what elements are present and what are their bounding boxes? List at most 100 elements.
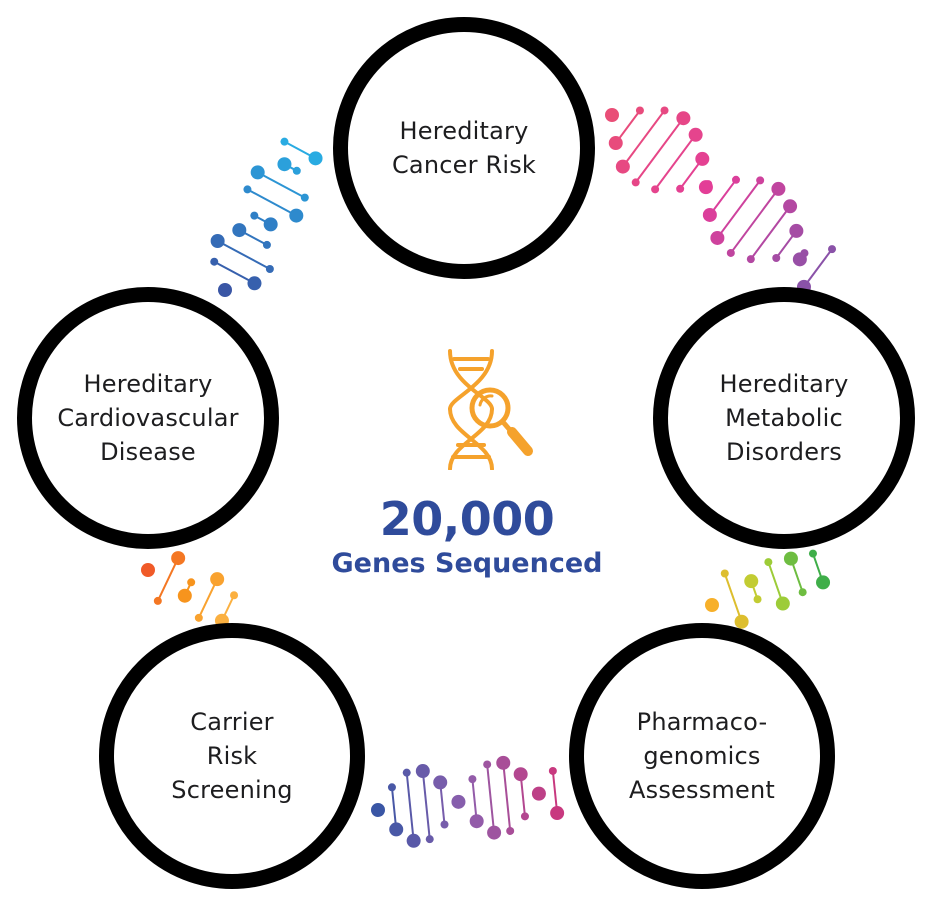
- dna-rung: [197, 578, 219, 619]
- dna-rung: [709, 179, 737, 216]
- dna-base-dot: [731, 175, 740, 184]
- dna-base-dot: [415, 764, 430, 779]
- dna-base-dot: [389, 822, 404, 837]
- label-pharmacogenomics-assessment: Pharmaco- genomics Assessment: [629, 705, 775, 807]
- dna-base-dot: [764, 558, 773, 567]
- dna-base-dot: [800, 249, 809, 258]
- dna-base-dot: [651, 185, 660, 194]
- dna-rung: [421, 770, 431, 840]
- dna-rung: [723, 573, 743, 623]
- ring-carrier-risk-screening: Carrier Risk Screening: [99, 623, 365, 889]
- dna-base-dot: [702, 207, 717, 222]
- label-hereditary-cardiovascular-disease: Hereditary Cardiovascular Disease: [57, 367, 238, 469]
- dna-base-dot: [402, 768, 411, 777]
- dna-base-dot: [469, 814, 484, 829]
- dna-base-dot: [676, 111, 691, 126]
- dna-rung: [750, 205, 791, 260]
- label-line: Disorders: [726, 438, 842, 466]
- ring-pharmacogenomics-assessment: Pharmaco- genomics Assessment: [569, 623, 835, 889]
- ring-hereditary-cardiovascular-disease: Hereditary Cardiovascular Disease: [17, 287, 279, 549]
- label-line: Disease: [100, 438, 196, 466]
- dna-base-dot: [243, 185, 252, 194]
- label-line: Assessment: [629, 776, 775, 804]
- dna-base-dot: [608, 136, 623, 151]
- dna-base-dot: [406, 833, 421, 848]
- dna-base-dot: [230, 591, 239, 600]
- genes-count: 20,000: [379, 492, 555, 546]
- dna-base-dot: [783, 551, 798, 566]
- dna-base-dot: [520, 812, 529, 821]
- dna-base-dot: [440, 820, 449, 829]
- dna-rung: [439, 782, 446, 825]
- dna-rung: [519, 774, 526, 817]
- label-line: Risk: [206, 742, 258, 770]
- dna-base-dot: [300, 193, 309, 202]
- dna-base-dot: [753, 595, 762, 604]
- dna-rung: [405, 772, 415, 841]
- dna-base-dot: [250, 211, 259, 220]
- dna-base-dot: [775, 596, 790, 611]
- dna-base-dot: [250, 165, 265, 180]
- dna-rung: [390, 787, 398, 830]
- dna-rung: [551, 770, 559, 814]
- dna-base-dot: [496, 755, 511, 770]
- dna-rung: [246, 188, 297, 217]
- dna-base-dot: [676, 184, 685, 193]
- label-line: Metabolic: [725, 404, 843, 432]
- dna-base-dot: [688, 127, 703, 142]
- dna-base-dot: [816, 575, 831, 590]
- dna-rung: [156, 557, 180, 602]
- dna-base-dot: [210, 257, 219, 266]
- dna-base-dot: [171, 551, 186, 566]
- dna-base-dot: [265, 264, 274, 273]
- dna-base-dot: [695, 151, 710, 166]
- dna-rung: [217, 240, 271, 270]
- dna-rung: [257, 171, 306, 199]
- dna-rung: [213, 260, 255, 285]
- genes-caption: Genes Sequenced: [331, 548, 603, 579]
- dna-rung: [486, 764, 496, 833]
- dna-base-dot: [734, 614, 749, 629]
- dna-base-dot: [187, 578, 196, 587]
- dna-base-dot: [280, 137, 289, 146]
- dna-base-dot: [772, 253, 781, 262]
- dna-base-dot: [263, 217, 278, 232]
- dna-strand-top-right: [605, 106, 837, 294]
- dna-base-dot: [425, 835, 434, 844]
- dna-rung: [716, 179, 761, 239]
- dna-base-dot: [771, 181, 786, 196]
- dna-base-dot: [698, 180, 713, 195]
- dna-base-dot: [550, 806, 565, 821]
- dna-base-dot: [289, 208, 304, 223]
- dna-base-dot: [798, 588, 807, 597]
- label-carrier-risk-screening: Carrier Risk Screening: [171, 705, 292, 807]
- dna-rung: [634, 117, 685, 184]
- dna-rung: [471, 779, 478, 822]
- dna-rung: [622, 109, 666, 168]
- dna-base-dot: [744, 574, 759, 589]
- label-line: Cardiovascular: [57, 404, 239, 432]
- dna-rung: [803, 248, 833, 288]
- label-line: Hereditary: [399, 117, 529, 145]
- dna-base-dot: [828, 245, 837, 254]
- dna-rung: [654, 134, 697, 190]
- dna-base-dot: [374, 806, 382, 814]
- dna-base-dot: [808, 549, 817, 558]
- dna-base-dot: [708, 601, 716, 609]
- dna-base-dot: [720, 569, 729, 578]
- dna-base-dot: [783, 199, 798, 214]
- dna-base-dot: [210, 234, 225, 249]
- dna-base-dot: [308, 151, 323, 166]
- dna-strand-bottom: [371, 755, 565, 848]
- dna-strand-left: [141, 551, 239, 628]
- dna-rung: [502, 762, 512, 832]
- dna-base-dot: [247, 276, 262, 291]
- dna-strand-top-left: [210, 137, 323, 297]
- dna-rung: [767, 561, 784, 604]
- dna-base-dot: [548, 766, 557, 775]
- dna-base-dot: [433, 775, 448, 790]
- label-line: Cancer Risk: [391, 151, 537, 179]
- dna-base-dot: [177, 588, 192, 603]
